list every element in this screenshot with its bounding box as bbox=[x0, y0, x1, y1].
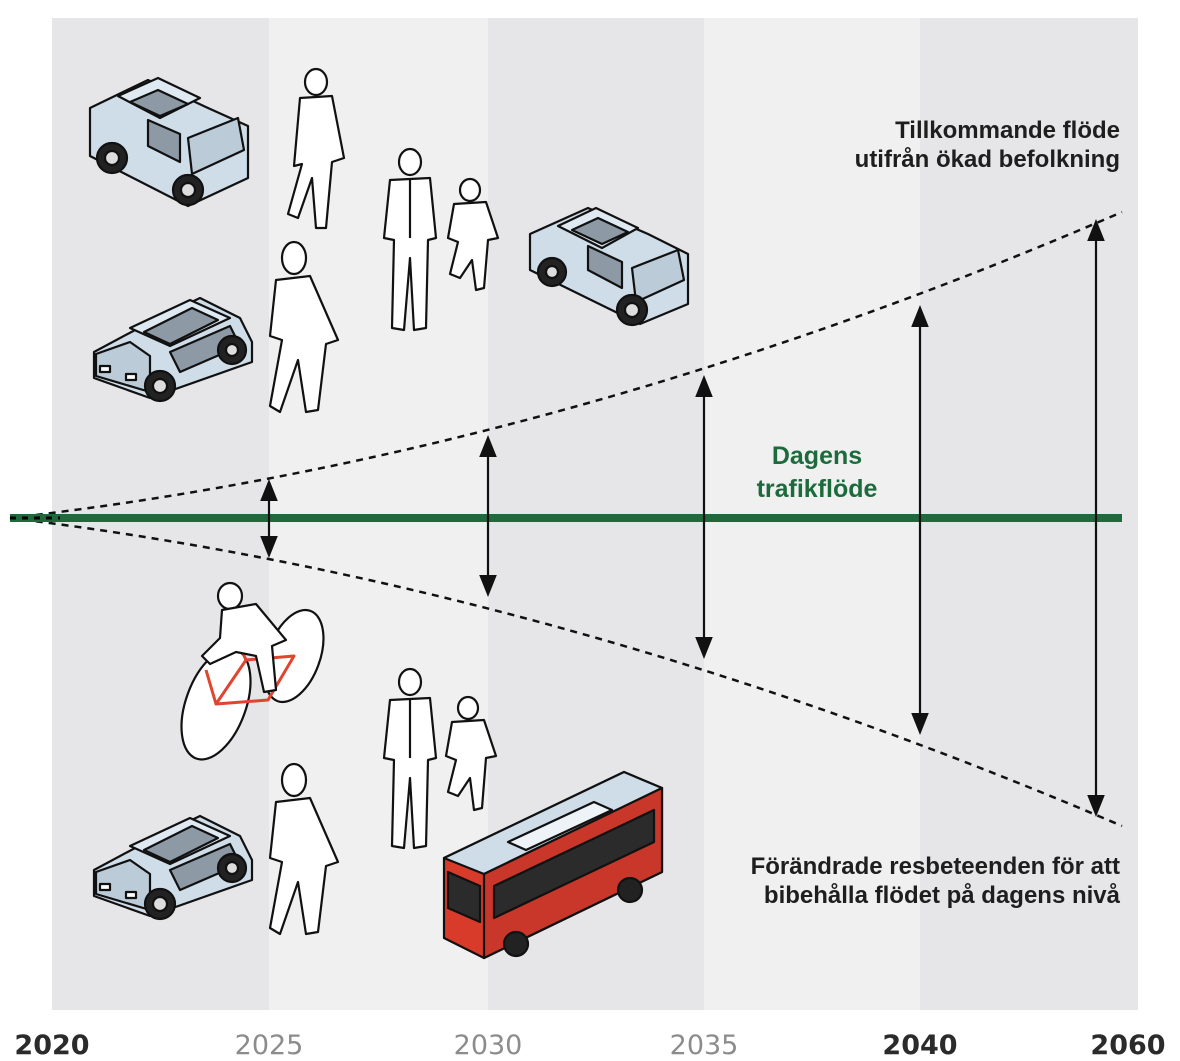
pedestrian-icon bbox=[286, 67, 346, 230]
year-label-2020: 2020 bbox=[14, 1030, 90, 1061]
changed-behaviour-label: Förändrade resbeteenden för att bibehåll… bbox=[600, 852, 1120, 910]
pedestrian-icon bbox=[382, 667, 438, 850]
pedestrian-icon bbox=[382, 147, 438, 332]
changed-behaviour-label-line2: bibehålla flödet på dagens nivå bbox=[763, 882, 1120, 909]
car-icon bbox=[92, 814, 254, 921]
year-label-2035: 2035 bbox=[669, 1030, 739, 1061]
cyclist-icon bbox=[180, 581, 325, 761]
changed-behaviour-label-line1: Förändrade resbeteenden för att bbox=[750, 853, 1120, 880]
lower-envelope-line bbox=[9, 516, 1123, 828]
car-icon bbox=[92, 296, 254, 403]
current-flow-label-line2: trafikflöde bbox=[756, 475, 878, 503]
year-label-2040: 2040 bbox=[882, 1030, 958, 1061]
child-icon bbox=[444, 695, 498, 812]
year-label-2060: 2060 bbox=[1090, 1030, 1166, 1061]
added-flow-label: Tillkommande flöde utifrån ökad befolkni… bbox=[720, 116, 1120, 174]
bus-icon bbox=[442, 770, 664, 960]
upper-envelope-line bbox=[9, 210, 1123, 520]
span-arrows bbox=[260, 219, 1105, 817]
year-label-2025: 2025 bbox=[234, 1030, 304, 1061]
added-flow-label-line2: utifrån ökad befolkning bbox=[854, 146, 1120, 173]
pedestrian-icon bbox=[268, 240, 340, 414]
current-flow-label-line1: Dagens bbox=[771, 442, 863, 470]
pedestrian-icon bbox=[268, 762, 340, 936]
child-icon bbox=[446, 177, 500, 292]
car-icon bbox=[528, 206, 690, 327]
year-label-2030: 2030 bbox=[453, 1030, 523, 1061]
car-icon bbox=[88, 76, 250, 208]
added-flow-label-line1: Tillkommande flöde bbox=[895, 117, 1120, 144]
current-flow-label: Dagens trafikflöde bbox=[712, 440, 922, 506]
